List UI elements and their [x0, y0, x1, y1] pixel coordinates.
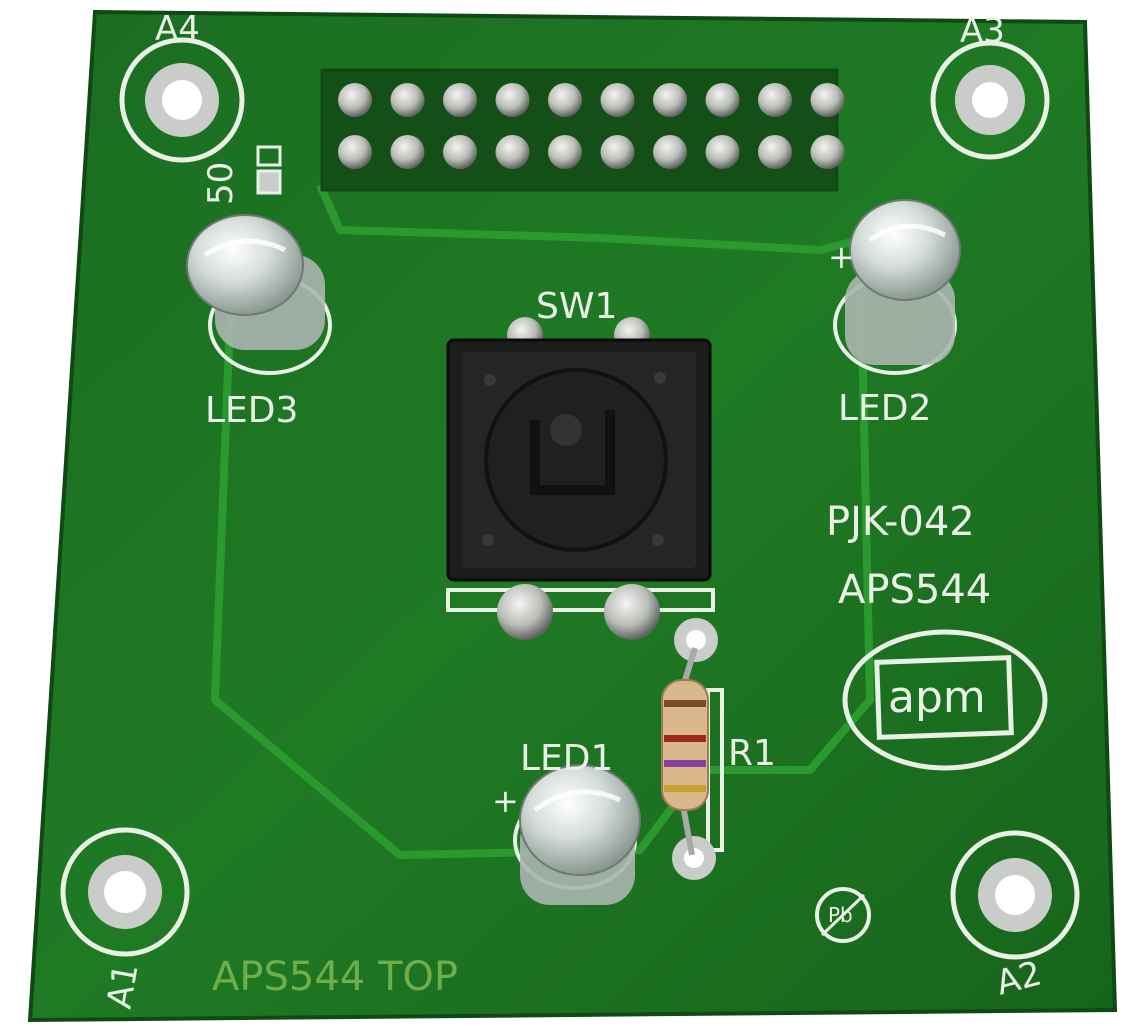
label-sw1: SW1	[536, 286, 617, 327]
resistor-band	[664, 735, 706, 742]
silk-small-mark: 50	[201, 162, 241, 205]
led2	[833, 199, 961, 375]
label-led1: LED1	[520, 738, 613, 779]
header-pin	[548, 135, 582, 169]
label-a3: A3	[960, 11, 1005, 51]
label-led3: LED3	[205, 390, 298, 431]
smd-pad-2	[256, 169, 282, 195]
resistor-bands	[664, 700, 706, 792]
led1	[513, 764, 641, 905]
mounting-hole-a3	[930, 40, 1050, 160]
project-code: PJK-042	[826, 499, 975, 545]
header-pin	[338, 135, 372, 169]
led3	[186, 214, 332, 375]
header-pin	[810, 135, 845, 169]
resistor-band	[664, 700, 706, 707]
header-pin	[705, 135, 740, 169]
header-pin	[390, 135, 425, 169]
resistor-band	[664, 760, 706, 767]
label-led2: LED2	[838, 388, 931, 429]
resistor-band	[664, 785, 706, 792]
pb-text: Pb	[828, 903, 853, 927]
mounting-hole-a2	[950, 830, 1080, 960]
header-pin	[600, 135, 635, 169]
header-pin	[495, 135, 530, 169]
mounting-hole-a4	[119, 37, 245, 163]
header-pin	[548, 83, 582, 117]
smd-pad-1	[256, 145, 282, 167]
header-pin	[705, 83, 740, 117]
header-pin	[600, 83, 635, 117]
header-pin	[653, 83, 687, 117]
header-pin	[653, 135, 687, 169]
pb-free-icon	[815, 887, 871, 943]
resistor-r1	[661, 618, 724, 880]
logo-text: apm	[888, 672, 986, 723]
header-pin	[758, 135, 792, 169]
copper-trace	[211, 183, 874, 859]
header-pin	[390, 83, 425, 117]
label-a1: A1	[99, 960, 146, 1011]
header-pin	[443, 135, 477, 169]
header-pin	[810, 83, 845, 117]
apm-logo	[842, 629, 1048, 771]
header-outline	[320, 68, 839, 192]
bottom-label: APS544 TOP	[212, 954, 458, 1000]
mounting-hole-a1	[60, 827, 190, 957]
header-pin	[443, 83, 477, 117]
pin-header	[338, 83, 845, 169]
part-number: APS544	[838, 567, 991, 613]
plus-led2: +	[828, 238, 855, 276]
tactile-switch-sw1[interactable]	[446, 317, 715, 640]
label-a4: A4	[155, 9, 200, 49]
header-pin	[758, 83, 792, 117]
header-pin	[338, 83, 372, 117]
header-pin	[495, 83, 530, 117]
label-r1: R1	[728, 733, 776, 774]
plus-led1: +	[492, 782, 519, 820]
